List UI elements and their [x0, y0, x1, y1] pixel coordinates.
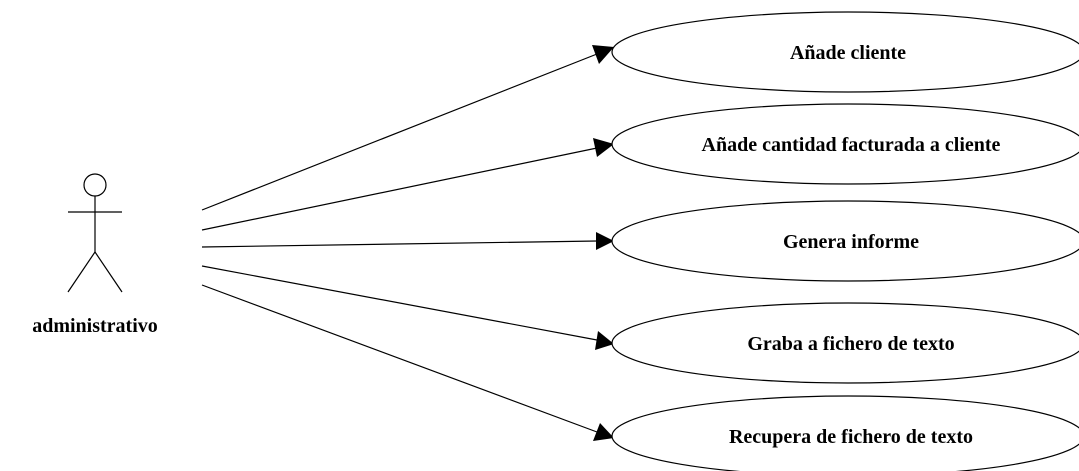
- actor-head: [83, 173, 107, 197]
- actor-administrativo: administrativo: [32, 173, 158, 337]
- use-case-ellipse: [611, 11, 1079, 93]
- use-case-label: Añade cliente: [790, 42, 906, 64]
- association-1: [201, 45, 614, 211]
- arrowhead-2: [593, 138, 614, 157]
- use-case-label: Añade cantidad facturada a cliente: [702, 134, 1001, 156]
- arrowhead-4: [595, 331, 614, 350]
- use-case-anade-cliente: Añade cliente: [611, 11, 1079, 93]
- use-case-graba-fichero: Graba a fichero de texto: [611, 302, 1079, 384]
- use-case-ellipse: [611, 200, 1079, 282]
- use-case-label: Graba a fichero de texto: [747, 333, 954, 355]
- association-3: [201, 232, 614, 250]
- actor-right-leg: [94, 251, 123, 293]
- actor-left-leg: [67, 251, 96, 293]
- use-case-ellipse: [611, 395, 1079, 471]
- arrowhead-5: [593, 423, 614, 441]
- actor-label: administrativo: [32, 315, 158, 337]
- use-case-label: Genera informe: [783, 231, 919, 253]
- use-case-ellipse: [611, 103, 1079, 185]
- use-case-ellipse: [611, 302, 1079, 384]
- association-2: [201, 138, 614, 231]
- use-case-anade-cantidad: Añade cantidad facturada a cliente: [611, 103, 1079, 185]
- arrowhead-1: [592, 45, 614, 64]
- association-4: [201, 265, 614, 350]
- use-case-label: Recupera de fichero de texto: [729, 426, 973, 448]
- use-case-genera-informe: Genera informe: [611, 200, 1079, 282]
- arrowhead-3: [596, 232, 614, 250]
- association-5: [201, 284, 614, 441]
- stick-figure-icon: [67, 173, 123, 293]
- use-case-recupera-fichero: Recupera de fichero de texto: [611, 395, 1079, 471]
- associations: [201, 45, 614, 441]
- use-cases: Añade cliente Añade cantidad facturada a…: [611, 11, 1079, 471]
